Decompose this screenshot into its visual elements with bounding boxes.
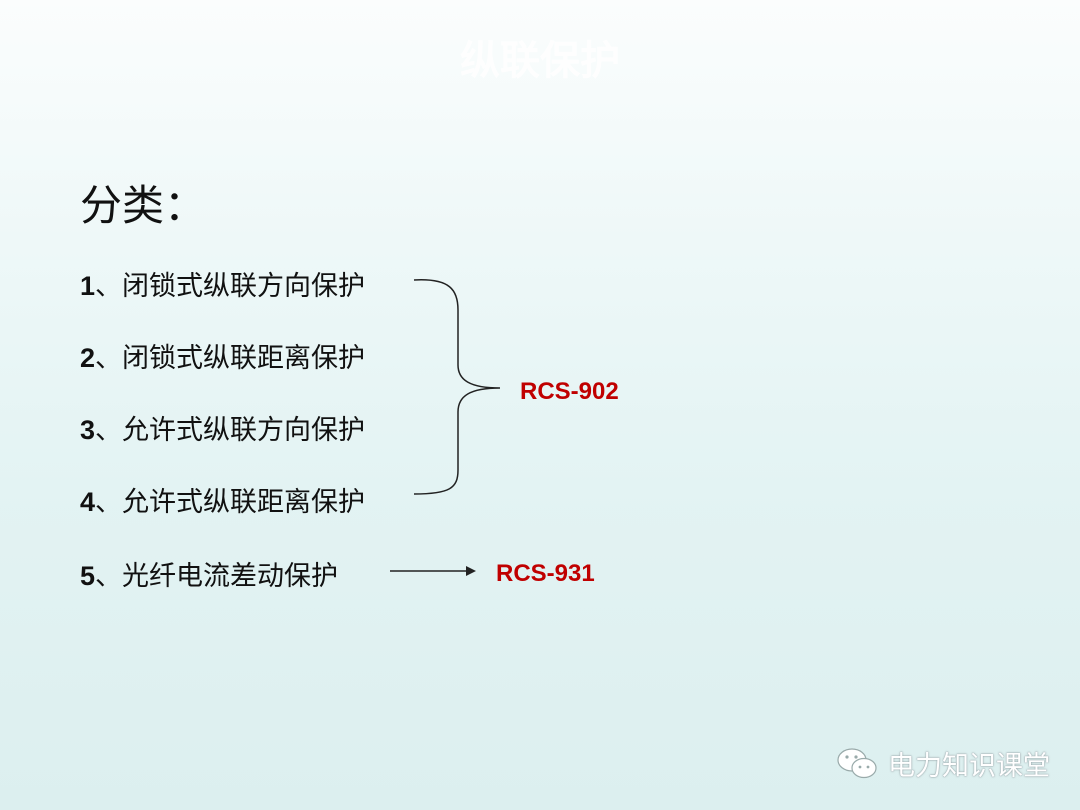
item-number: 2 — [80, 343, 96, 373]
list-item: 1、闭锁式纵联方向保护 — [80, 264, 365, 303]
item-number: 3 — [80, 415, 96, 445]
item-text: 、闭锁式纵联距离保护 — [95, 343, 366, 374]
item-text: 、光纤电流差动保护 — [95, 561, 339, 592]
item-number: 4 — [80, 487, 96, 517]
model-label-rcs931: RCS-931 — [496, 560, 595, 587]
list-item: 3、允许式纵联方向保护 — [80, 408, 365, 447]
list-item: 5、光纤电流差动保护 — [80, 554, 338, 593]
item-text: 、闭锁式纵联方向保护 — [95, 271, 366, 302]
slide-title: 纵联保护 — [460, 38, 620, 84]
section-heading: 分类： — [80, 181, 207, 230]
wechat-icon — [837, 747, 877, 778]
list-item: 4、允许式纵联距离保护 — [80, 480, 365, 519]
item-number: 1 — [80, 271, 96, 301]
watermark: 电力知识课堂 — [836, 744, 1050, 783]
item-text: 、允许式纵联距离保护 — [95, 487, 366, 518]
item-text: 、允许式纵联方向保护 — [95, 415, 366, 446]
arrow-head — [466, 566, 476, 576]
list-item: 2、闭锁式纵联距离保护 — [80, 336, 365, 375]
model-label-rcs902: RCS-902 — [520, 378, 619, 405]
watermark-text: 电力知识课堂 — [888, 751, 1050, 782]
brace-shape — [413, 279, 501, 495]
item-number: 5 — [80, 561, 96, 591]
